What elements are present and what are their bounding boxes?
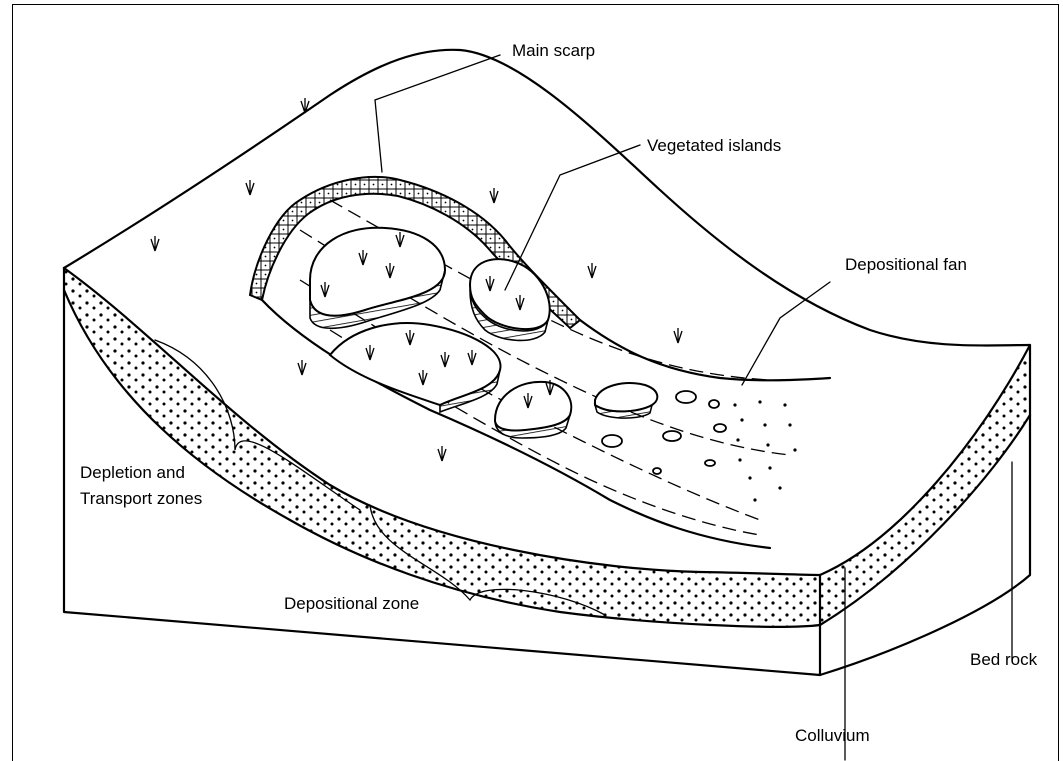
label-depositional-zone: Depositional zone xyxy=(284,595,419,614)
fan-dots xyxy=(733,400,796,501)
vegetated-island xyxy=(470,259,550,340)
label-bed-rock: Bed rock xyxy=(970,651,1037,670)
label-depletion-line1: Depletion and xyxy=(80,464,185,483)
label-main-scarp: Main scarp xyxy=(512,42,595,61)
colluvium-layer-side xyxy=(820,345,1030,625)
label-depositional-fan: Depositional fan xyxy=(845,256,967,275)
vegetated-island xyxy=(310,228,445,329)
leader-depositional-fan xyxy=(742,282,830,385)
vegetated-island xyxy=(595,383,657,418)
label-vegetated-islands: Vegetated islands xyxy=(647,137,781,156)
label-depletion-line2: Transport zones xyxy=(80,490,202,509)
vegetated-island xyxy=(330,323,500,412)
leader-main-scarp xyxy=(375,55,500,172)
vegetated-island xyxy=(495,382,571,438)
label-colluvium: Colluvium xyxy=(795,727,870,746)
